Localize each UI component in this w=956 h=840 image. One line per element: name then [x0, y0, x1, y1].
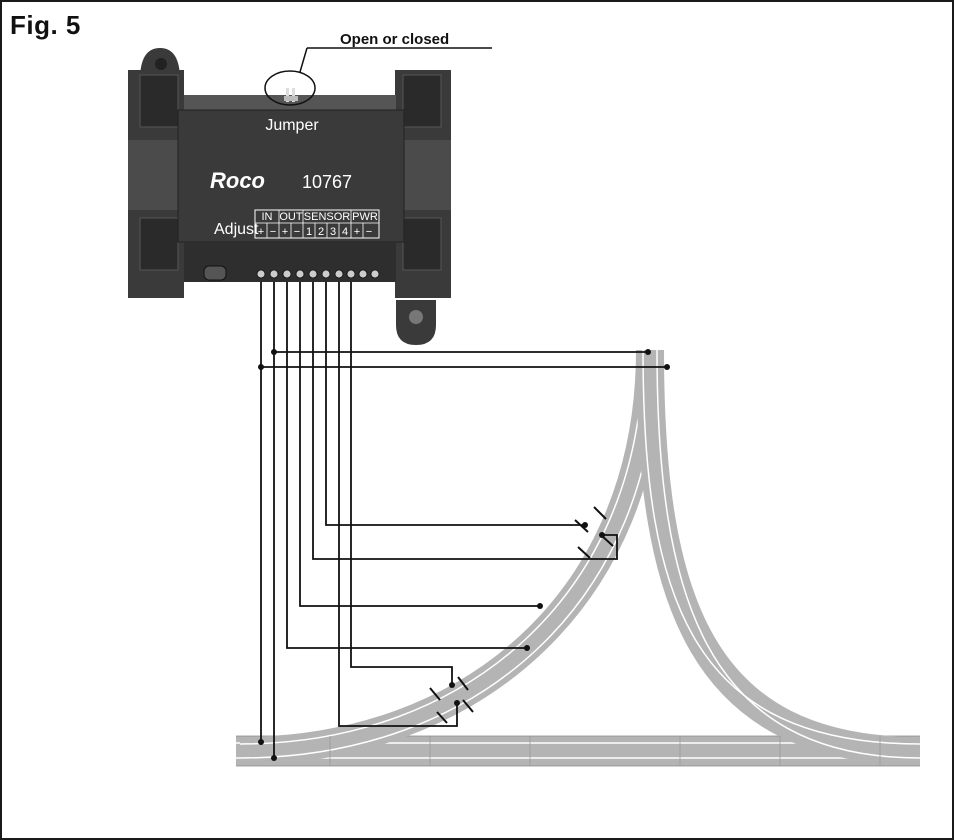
terminal-label: −: [366, 226, 372, 238]
group-pwr-label: PWR: [352, 211, 378, 223]
track-layout: [236, 349, 921, 767]
terminal-label: −: [270, 226, 276, 238]
wiring: [258, 274, 670, 761]
wiring-diagram: Jumper Roco 10767 Adjust IN OUT SENSOR P…: [128, 47, 921, 767]
terminal-label: 1: [306, 226, 312, 238]
roco-10767-module: Jumper Roco 10767 Adjust IN OUT SENSOR P…: [128, 47, 492, 345]
terminal-label: +: [354, 226, 360, 238]
terminal-screws: [256, 269, 380, 279]
group-out-label: OUT: [279, 211, 303, 223]
adjust-label: Adjust: [214, 221, 259, 238]
roco-logo: Roco: [210, 168, 265, 193]
terminal-label: +: [282, 226, 288, 238]
jumper-callout-text: Open or closed: [340, 31, 450, 48]
model-number: 10767: [302, 172, 352, 192]
jumper-highlight-circle: [264, 70, 316, 106]
terminal-label: −: [294, 226, 300, 238]
terminal-label-block: IN OUT SENSOR PWR + − + − 1 2 3 4 + −: [254, 209, 380, 239]
jumper-label: Jumper: [265, 117, 319, 134]
group-in-label: IN: [262, 211, 273, 223]
terminal-label: 4: [342, 226, 348, 238]
jumper-pins: [284, 88, 298, 102]
figure-title: Fig. 5: [10, 10, 81, 40]
terminal-label: 2: [318, 226, 324, 238]
terminal-label: 3: [330, 226, 336, 238]
group-sensor-label: SENSOR: [304, 211, 351, 223]
terminal-label: +: [258, 226, 264, 238]
